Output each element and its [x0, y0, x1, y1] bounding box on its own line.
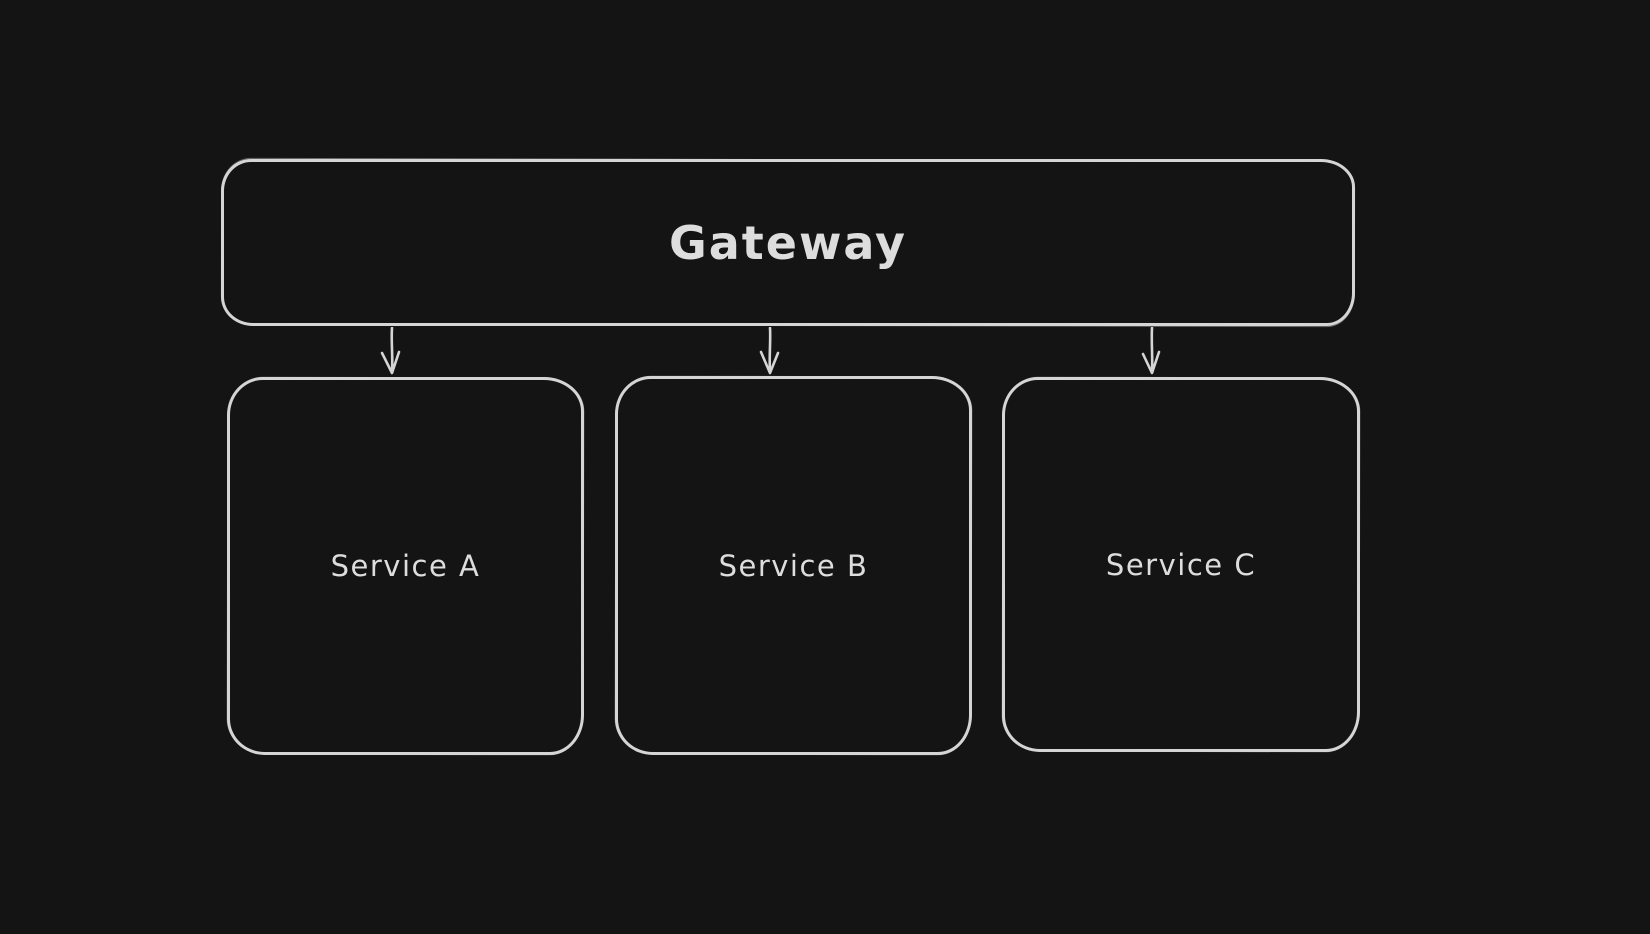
- node-service-c-label: Service C: [1105, 547, 1257, 582]
- arrow-line: [390, 327, 394, 373]
- node-gateway: Gateway: [221, 159, 1355, 326]
- arrow-line: [768, 327, 772, 373]
- node-service-c: Service C: [1002, 377, 1360, 752]
- edge-gateway-service-c: [1141, 327, 1161, 375]
- arrow-down-icon: [759, 350, 780, 375]
- node-gateway-label: Gateway: [668, 215, 908, 270]
- node-service-b: Service B: [615, 376, 972, 755]
- node-service-a-label: Service A: [330, 549, 481, 583]
- node-service-a: Service A: [227, 377, 584, 755]
- node-service-b-label: Service B: [718, 548, 869, 583]
- arrow-down-icon: [1141, 350, 1161, 375]
- arrow-down-icon: [380, 350, 401, 375]
- edge-gateway-service-a: [380, 327, 401, 375]
- edge-gateway-service-b: [759, 327, 780, 375]
